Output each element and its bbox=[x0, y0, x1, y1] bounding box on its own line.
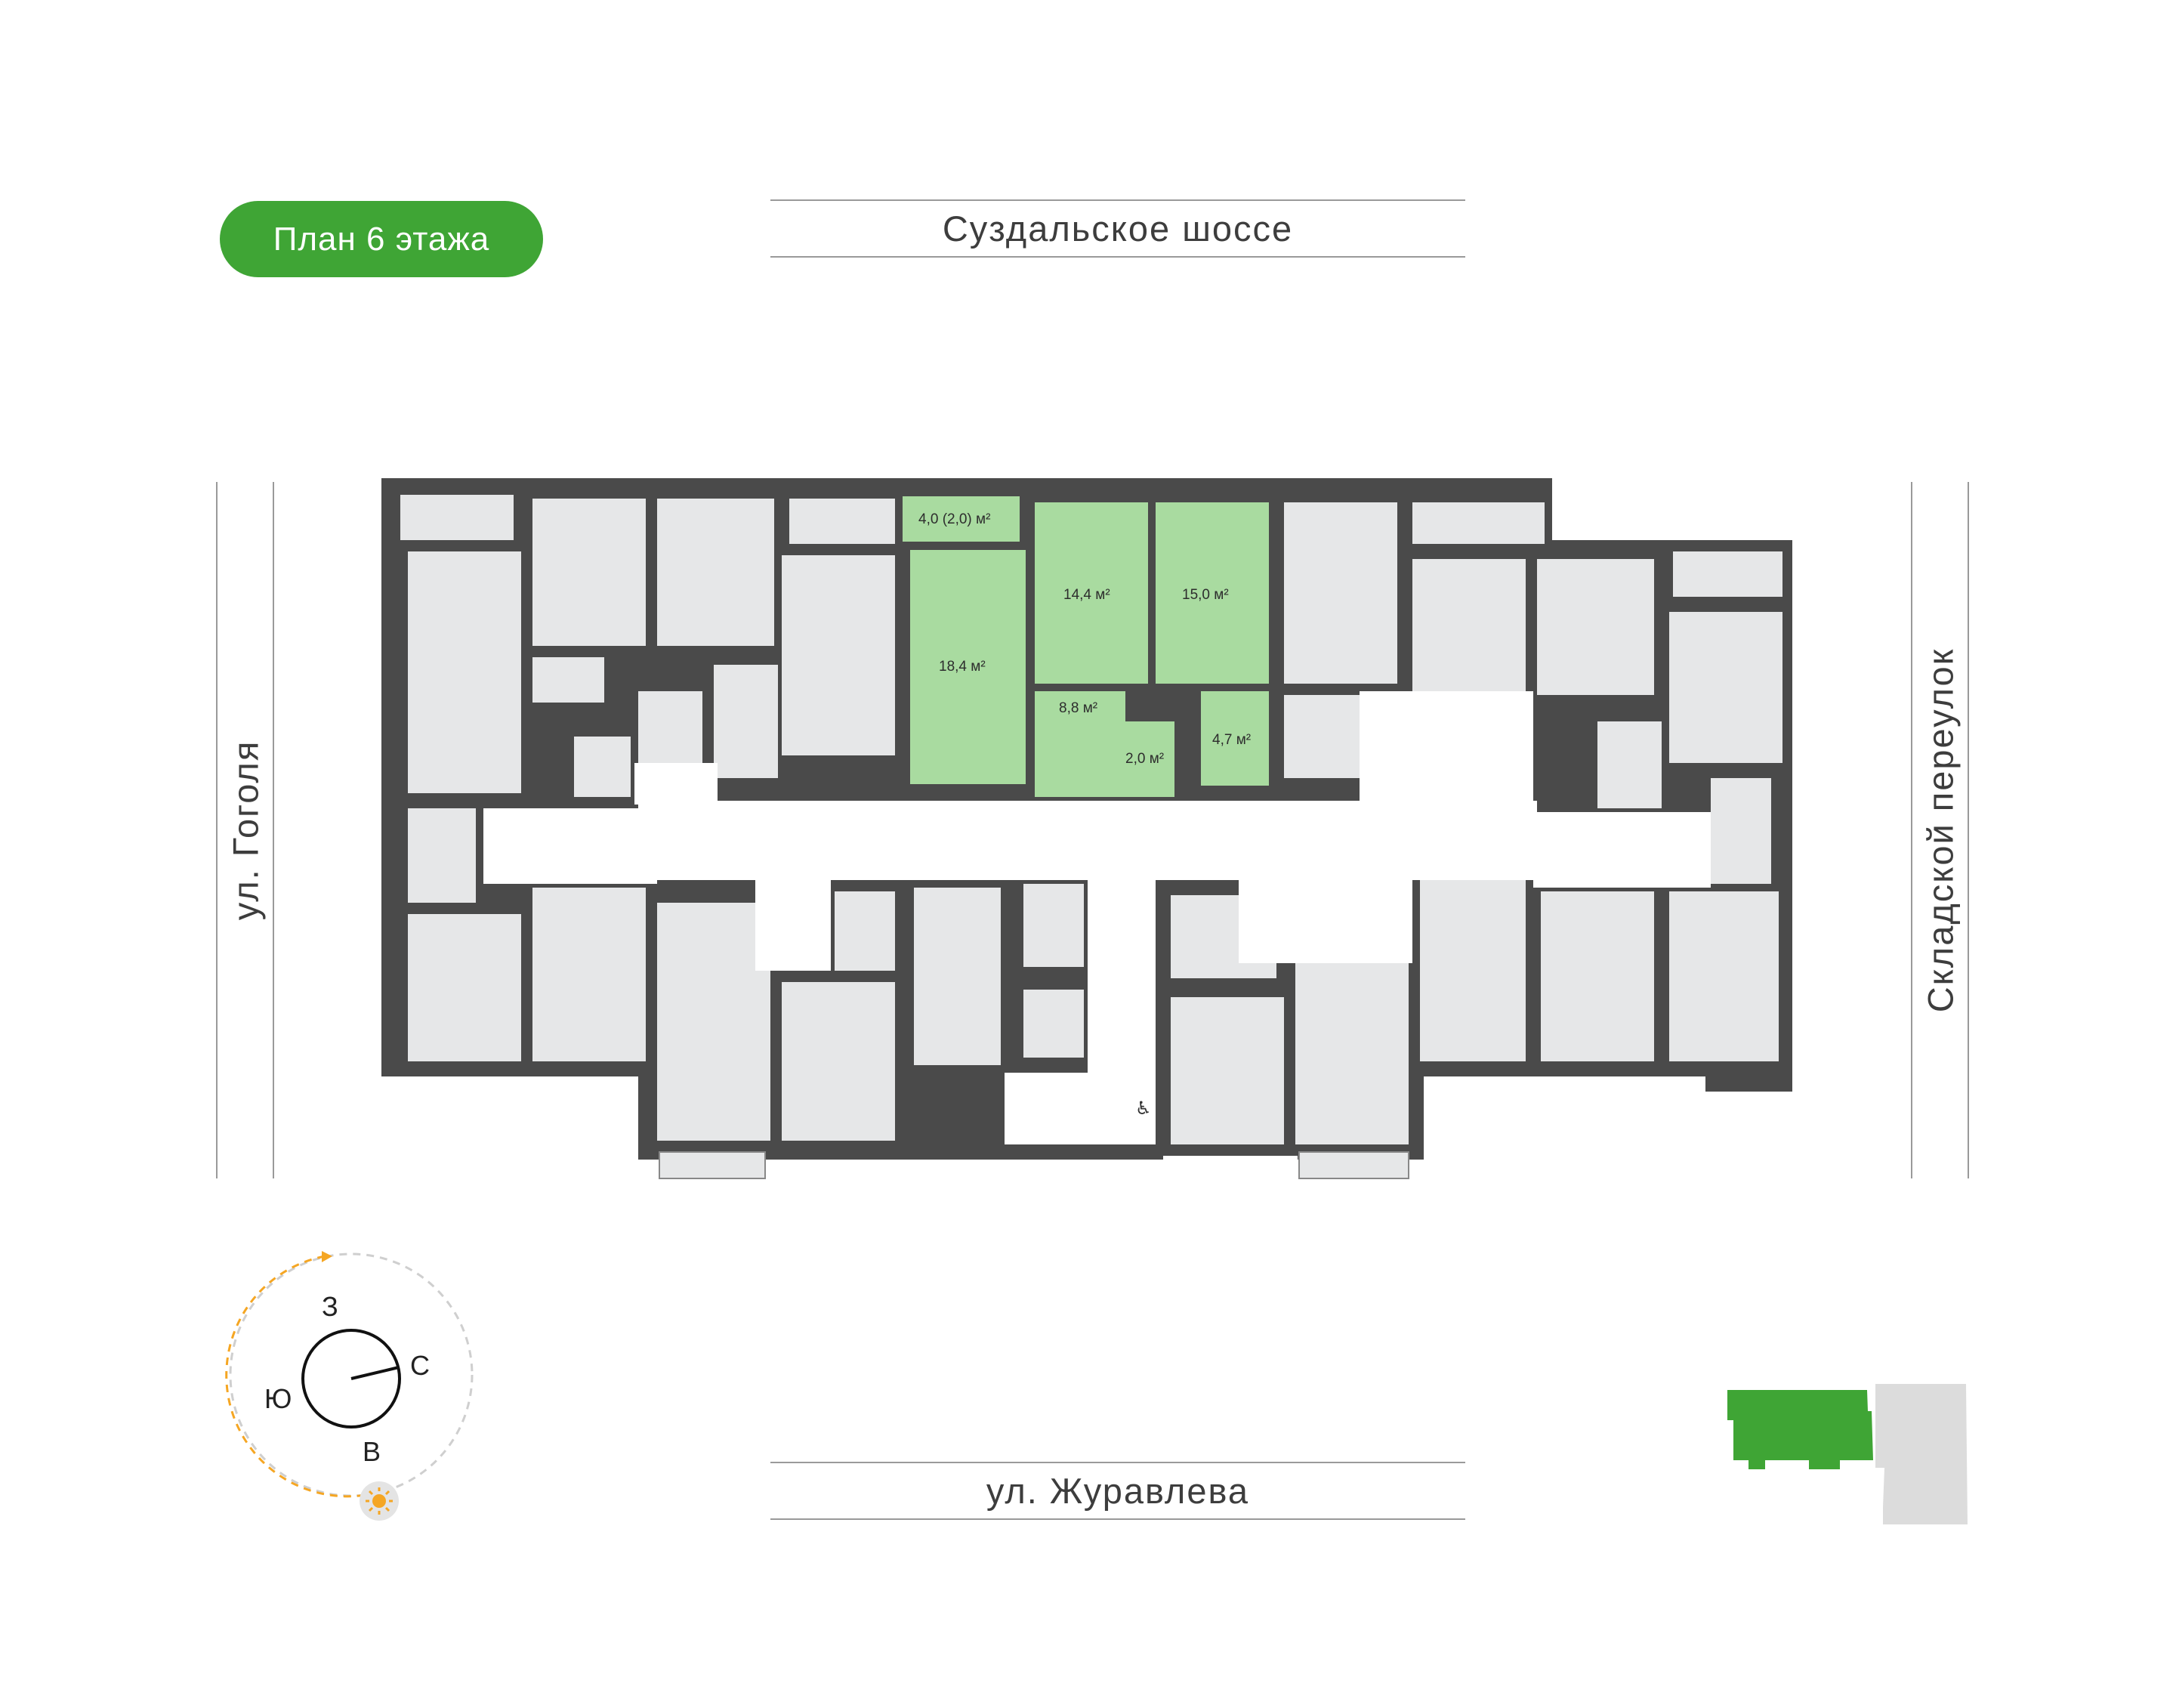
compass-north: С bbox=[410, 1350, 430, 1381]
wheelchair-icon-bg bbox=[1133, 1095, 1156, 1118]
selected-apartment[interactable] bbox=[903, 496, 1269, 797]
compass-south: Ю bbox=[264, 1383, 292, 1414]
area-bath2: 4,7 м² bbox=[1212, 732, 1251, 748]
room bbox=[657, 903, 770, 1141]
hall-entry bbox=[1005, 1073, 1156, 1144]
corridor-right bbox=[1533, 812, 1711, 888]
compass-west: З bbox=[322, 1291, 338, 1322]
room bbox=[574, 737, 631, 797]
sun-icon bbox=[360, 1481, 399, 1521]
floor-badge: План 6 этажа bbox=[220, 201, 543, 277]
sun-path-arrow bbox=[322, 1251, 332, 1262]
area-hall: 8,8 м² bbox=[1059, 700, 1097, 716]
balcony-right bbox=[1298, 1151, 1409, 1179]
street-top: Суздальское шоссе bbox=[770, 199, 1465, 258]
room bbox=[532, 888, 646, 1061]
room bbox=[1711, 778, 1771, 884]
room bbox=[1420, 880, 1526, 1061]
area-room1: 18,4 м² bbox=[939, 659, 986, 675]
apt-balcony[interactable] bbox=[903, 496, 1020, 542]
room bbox=[1669, 891, 1779, 1061]
room bbox=[782, 555, 895, 755]
apt-hall[interactable] bbox=[1035, 691, 1125, 797]
area-room2: 14,4 м² bbox=[1063, 587, 1110, 603]
lift bbox=[1023, 884, 1084, 967]
wheelchair-icon-glyph: ♿ bbox=[1135, 1098, 1152, 1119]
corridor-lower-left bbox=[755, 880, 831, 971]
room bbox=[657, 499, 774, 646]
floor-badge-label: План 6 этажа bbox=[273, 220, 490, 258]
compass-east: В bbox=[363, 1436, 381, 1467]
room bbox=[408, 808, 476, 903]
room bbox=[789, 499, 895, 544]
room bbox=[408, 551, 521, 793]
room bbox=[1295, 963, 1409, 1144]
compass-needle bbox=[350, 1366, 400, 1380]
corridor-upper-right bbox=[1360, 691, 1533, 805]
room bbox=[1284, 502, 1397, 684]
room bbox=[1284, 695, 1360, 778]
area-bath1: 2,0 м² bbox=[1125, 751, 1164, 767]
room bbox=[1171, 997, 1284, 1144]
main-corridor bbox=[638, 801, 1537, 880]
corridor-upper-left bbox=[634, 763, 718, 805]
corridor-left bbox=[483, 808, 657, 884]
apt-bath-4-7[interactable] bbox=[1201, 691, 1269, 786]
compass-sun-path bbox=[225, 1255, 371, 1498]
street-top-label: Суздальское шоссе bbox=[942, 208, 1294, 249]
street-bottom-label: ул. Журавлева bbox=[986, 1471, 1250, 1511]
corridor-lower-right bbox=[1239, 880, 1412, 963]
room bbox=[1412, 502, 1545, 544]
room bbox=[835, 891, 895, 971]
area-balcony: 4,0 (2,0) м² bbox=[918, 511, 990, 527]
room bbox=[714, 665, 778, 778]
street-bottom: ул. Журавлева bbox=[770, 1462, 1465, 1520]
area-labels: 4,0 (2,0) м² 18,4 м² 14,4 м² 15,0 м² 8,8… bbox=[918, 511, 1251, 767]
stair-core bbox=[914, 888, 1001, 1065]
apt-room-14-4[interactable] bbox=[1035, 502, 1148, 684]
site-minimap bbox=[1727, 1384, 1968, 1524]
sun-icon-disc bbox=[372, 1494, 386, 1508]
room bbox=[1537, 559, 1654, 695]
minimap-active-section bbox=[1727, 1390, 1873, 1469]
compass: З С Ю В bbox=[225, 1251, 474, 1521]
wheelchair-icon: ♿ bbox=[1133, 1095, 1156, 1119]
balconies bbox=[659, 1151, 1409, 1179]
street-right: Складской переулок bbox=[1911, 482, 1969, 1178]
rooms bbox=[400, 495, 1782, 1144]
room bbox=[408, 914, 521, 1061]
room bbox=[1412, 559, 1526, 695]
apt-room-15-0[interactable] bbox=[1156, 502, 1269, 684]
street-left: ул. Гоголя bbox=[216, 482, 274, 1178]
room bbox=[400, 495, 514, 540]
room bbox=[1541, 891, 1654, 1061]
room bbox=[1673, 551, 1782, 597]
room bbox=[532, 499, 646, 646]
room bbox=[782, 982, 895, 1141]
apt-room-18-4[interactable] bbox=[910, 550, 1026, 784]
compass-orbit bbox=[229, 1252, 474, 1497]
corridors bbox=[483, 691, 1711, 1144]
apt-bath-2-0[interactable] bbox=[1125, 721, 1174, 797]
room bbox=[1597, 721, 1662, 808]
minimap-other-section bbox=[1875, 1384, 1968, 1524]
area-room3: 15,0 м² bbox=[1182, 587, 1229, 603]
sun-icon-rays bbox=[366, 1487, 393, 1515]
lift bbox=[1023, 990, 1084, 1058]
balcony-left bbox=[659, 1151, 766, 1179]
room bbox=[532, 657, 604, 703]
room bbox=[1669, 612, 1782, 763]
